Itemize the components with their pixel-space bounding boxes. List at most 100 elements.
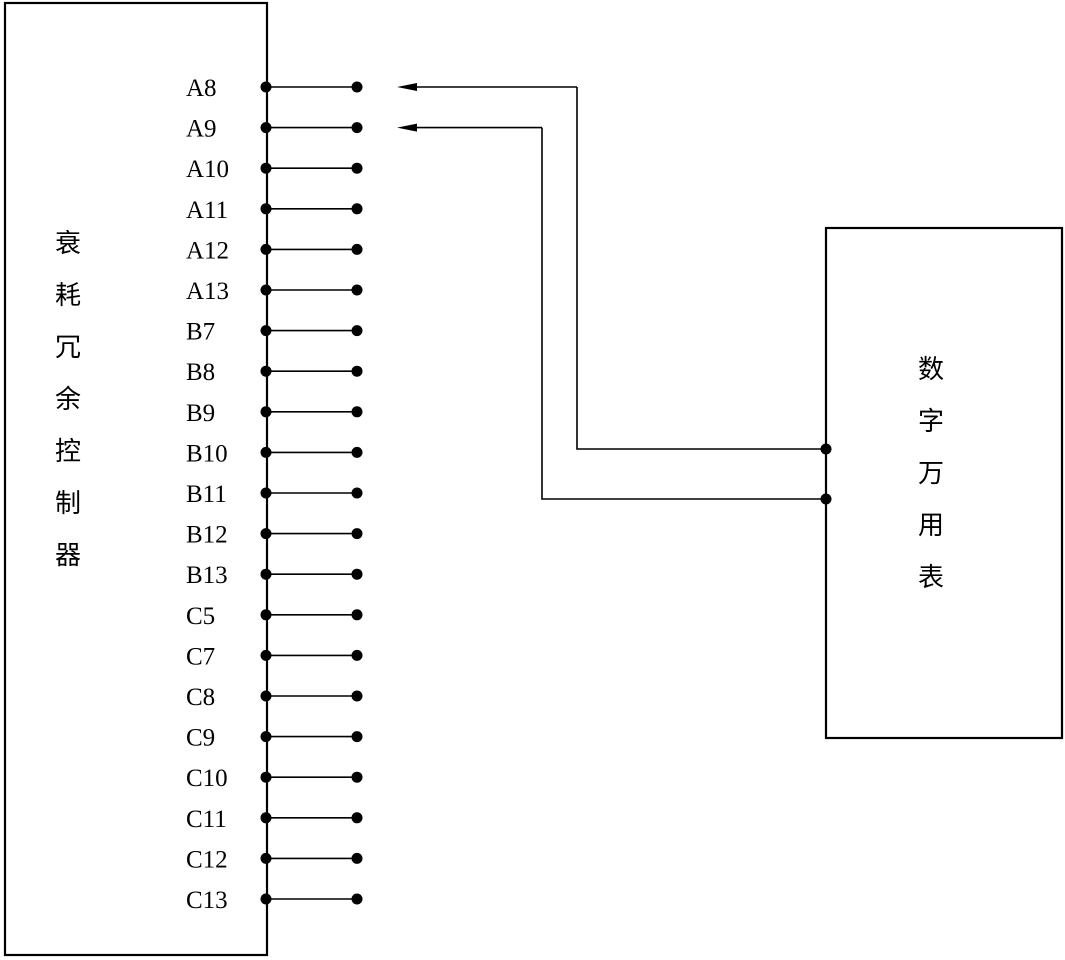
pin-label: A9 xyxy=(186,116,217,143)
pin-node-inner xyxy=(260,284,272,296)
pin-terminal[interactable] xyxy=(351,81,363,93)
pin-label: C5 xyxy=(186,603,215,630)
controller-title-char: 耗 xyxy=(55,281,81,311)
pin-terminal[interactable] xyxy=(351,122,363,134)
multimeter-box xyxy=(824,226,1064,740)
pin-label: C10 xyxy=(186,765,228,792)
pin-label: B12 xyxy=(186,522,228,549)
multimeter-terminal[interactable] xyxy=(820,443,832,455)
pin-a10: A10 xyxy=(186,156,363,183)
pin-terminal[interactable] xyxy=(351,284,363,296)
arrow-head-icon xyxy=(397,123,417,132)
pin-node-inner xyxy=(260,325,272,337)
meter-leads xyxy=(397,83,832,505)
pin-terminal[interactable] xyxy=(351,325,363,337)
pin-node-inner xyxy=(260,609,272,621)
multimeter-title-char: 用 xyxy=(918,511,944,541)
controller-title-char: 器 xyxy=(55,541,81,571)
pin-a9: A9 xyxy=(186,116,363,143)
multimeter-terminal[interactable] xyxy=(820,493,832,505)
pin-label: B9 xyxy=(186,400,215,427)
pin-terminal[interactable] xyxy=(351,731,363,743)
pin-label: B13 xyxy=(186,562,228,589)
pin-label: A11 xyxy=(186,197,228,224)
multimeter-title-char: 表 xyxy=(918,563,944,593)
pin-node-inner xyxy=(260,487,272,499)
lead-wire xyxy=(541,127,826,500)
pin-b10: B10 xyxy=(186,440,363,467)
pin-c12: C12 xyxy=(186,846,363,873)
pin-terminal[interactable] xyxy=(351,406,363,418)
pin-label: A12 xyxy=(186,237,229,264)
pin-label: A10 xyxy=(186,156,229,183)
pin-terminal[interactable] xyxy=(351,528,363,540)
pin-c5: C5 xyxy=(186,603,363,630)
pin-node-inner xyxy=(260,81,272,93)
pin-node-inner xyxy=(260,731,272,743)
pin-label: B8 xyxy=(186,359,215,386)
controller-title-char: 制 xyxy=(55,489,81,519)
pin-terminal[interactable] xyxy=(351,852,363,864)
pin-label: C9 xyxy=(186,725,215,752)
pin-terminal[interactable] xyxy=(351,568,363,580)
pin-a8: A8 xyxy=(186,75,363,102)
pin-terminal[interactable] xyxy=(351,812,363,824)
multimeter-title-char: 字 xyxy=(918,407,944,437)
pin-node-inner xyxy=(260,771,272,783)
pin-terminal[interactable] xyxy=(351,487,363,499)
pin-node-inner xyxy=(260,568,272,580)
pin-terminal[interactable] xyxy=(351,649,363,661)
pin-b11: B11 xyxy=(186,481,363,508)
pin-label: C8 xyxy=(186,684,215,711)
pin-node-inner xyxy=(260,649,272,661)
pin-node-inner xyxy=(260,122,272,134)
pin-node-inner xyxy=(260,203,272,215)
pin-node-inner xyxy=(260,406,272,418)
lead-a9 xyxy=(397,123,832,505)
pin-label: B7 xyxy=(186,319,215,346)
pin-a13: A13 xyxy=(186,278,363,305)
pin-label: C12 xyxy=(186,846,228,873)
pin-b13: B13 xyxy=(186,562,363,589)
pin-terminal[interactable] xyxy=(351,162,363,174)
pin-node-inner xyxy=(260,365,272,377)
pin-terminal[interactable] xyxy=(351,203,363,215)
pin-node-inner xyxy=(260,893,272,905)
pin-terminal[interactable] xyxy=(351,365,363,377)
pin-node-inner xyxy=(260,243,272,255)
pin-terminal[interactable] xyxy=(351,893,363,905)
multimeter-title-char: 万 xyxy=(918,459,944,489)
pin-terminal[interactable] xyxy=(351,609,363,621)
pin-terminal[interactable] xyxy=(351,243,363,255)
pin-node-inner xyxy=(260,852,272,864)
pin-b7: B7 xyxy=(186,319,363,346)
pin-node-inner xyxy=(260,528,272,540)
pin-label: C11 xyxy=(186,806,227,833)
pin-c11: C11 xyxy=(186,806,363,833)
pin-node-inner xyxy=(260,162,272,174)
pin-label: C7 xyxy=(186,643,215,670)
pin-terminal[interactable] xyxy=(351,771,363,783)
pin-terminal[interactable] xyxy=(351,446,363,458)
pin-b8: B8 xyxy=(186,359,363,386)
pin-node-inner xyxy=(260,446,272,458)
pin-b12: B12 xyxy=(186,522,363,549)
pin-a12: A12 xyxy=(186,237,363,264)
pin-terminal[interactable] xyxy=(351,690,363,702)
pin-node-inner xyxy=(260,690,272,702)
pin-node-inner xyxy=(260,812,272,824)
arrow-head-icon xyxy=(397,83,417,91)
pin-c8: C8 xyxy=(186,684,363,711)
controller-box xyxy=(3,1,269,957)
pin-a11: A11 xyxy=(186,197,363,224)
multimeter-title-char: 数 xyxy=(918,355,944,385)
controller-title-char: 衰 xyxy=(55,229,81,259)
lead-wire xyxy=(576,87,826,450)
pin-label: B10 xyxy=(186,440,228,467)
pin-list: A8A9A10A11A12A13B7B8B9B10B11B12B13C5C7C8… xyxy=(186,75,363,914)
pin-label: A13 xyxy=(186,278,229,305)
pin-c13: C13 xyxy=(186,887,363,914)
